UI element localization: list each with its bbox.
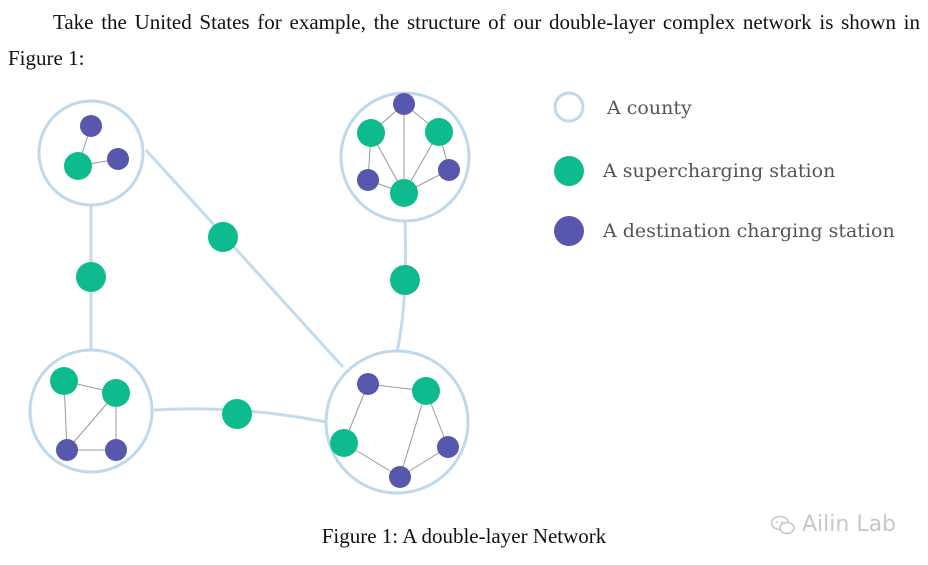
county-top-right [339, 91, 471, 223]
supercharging-station [64, 152, 92, 180]
destination-station [389, 466, 411, 488]
link-stations [76, 222, 420, 429]
legend-supercharging-swatch [554, 156, 584, 186]
county-bottom-right [324, 349, 470, 495]
county-ring [37, 99, 145, 207]
destination-station [56, 439, 78, 461]
destination-station [80, 115, 102, 137]
link-supercharging-station [208, 222, 238, 252]
legend-county-swatch [553, 91, 585, 123]
supercharging-station [425, 118, 453, 146]
destination-station [107, 148, 129, 170]
legend-county-label: A county [606, 97, 692, 119]
supercharging-station [390, 179, 418, 207]
legend-supercharging-label: A supercharging station [602, 160, 835, 182]
supercharging-station [330, 429, 358, 457]
supercharging-station [50, 367, 78, 395]
county-bottom-left [28, 348, 154, 474]
link-supercharging-station [390, 265, 420, 295]
supercharging-station [102, 379, 130, 407]
destination-station [105, 439, 127, 461]
figure-caption: Figure 1: A double-layer Network [321, 524, 607, 548]
legend: A county A supercharging station A desti… [553, 91, 895, 246]
intro-paragraph: Take the United States for example, the … [8, 10, 920, 70]
watermark-text: Ailin Lab [802, 512, 897, 537]
destination-station [357, 169, 379, 191]
wechat-icon [770, 515, 795, 534]
link-supercharging-station [76, 262, 106, 292]
link-topleft-bottomright [144, 148, 345, 369]
destination-station [393, 93, 415, 115]
destination-station [357, 373, 379, 395]
supercharging-station [412, 377, 440, 405]
link-supercharging-station [222, 399, 252, 429]
county-ring [28, 348, 154, 474]
supercharging-station [357, 119, 385, 147]
county-top-left [37, 99, 145, 207]
legend-destination-swatch [554, 216, 584, 246]
watermark: Ailin Lab [770, 512, 896, 537]
legend-destination-label: A destination charging station [602, 220, 895, 242]
destination-station [438, 159, 460, 181]
destination-station [437, 436, 459, 458]
